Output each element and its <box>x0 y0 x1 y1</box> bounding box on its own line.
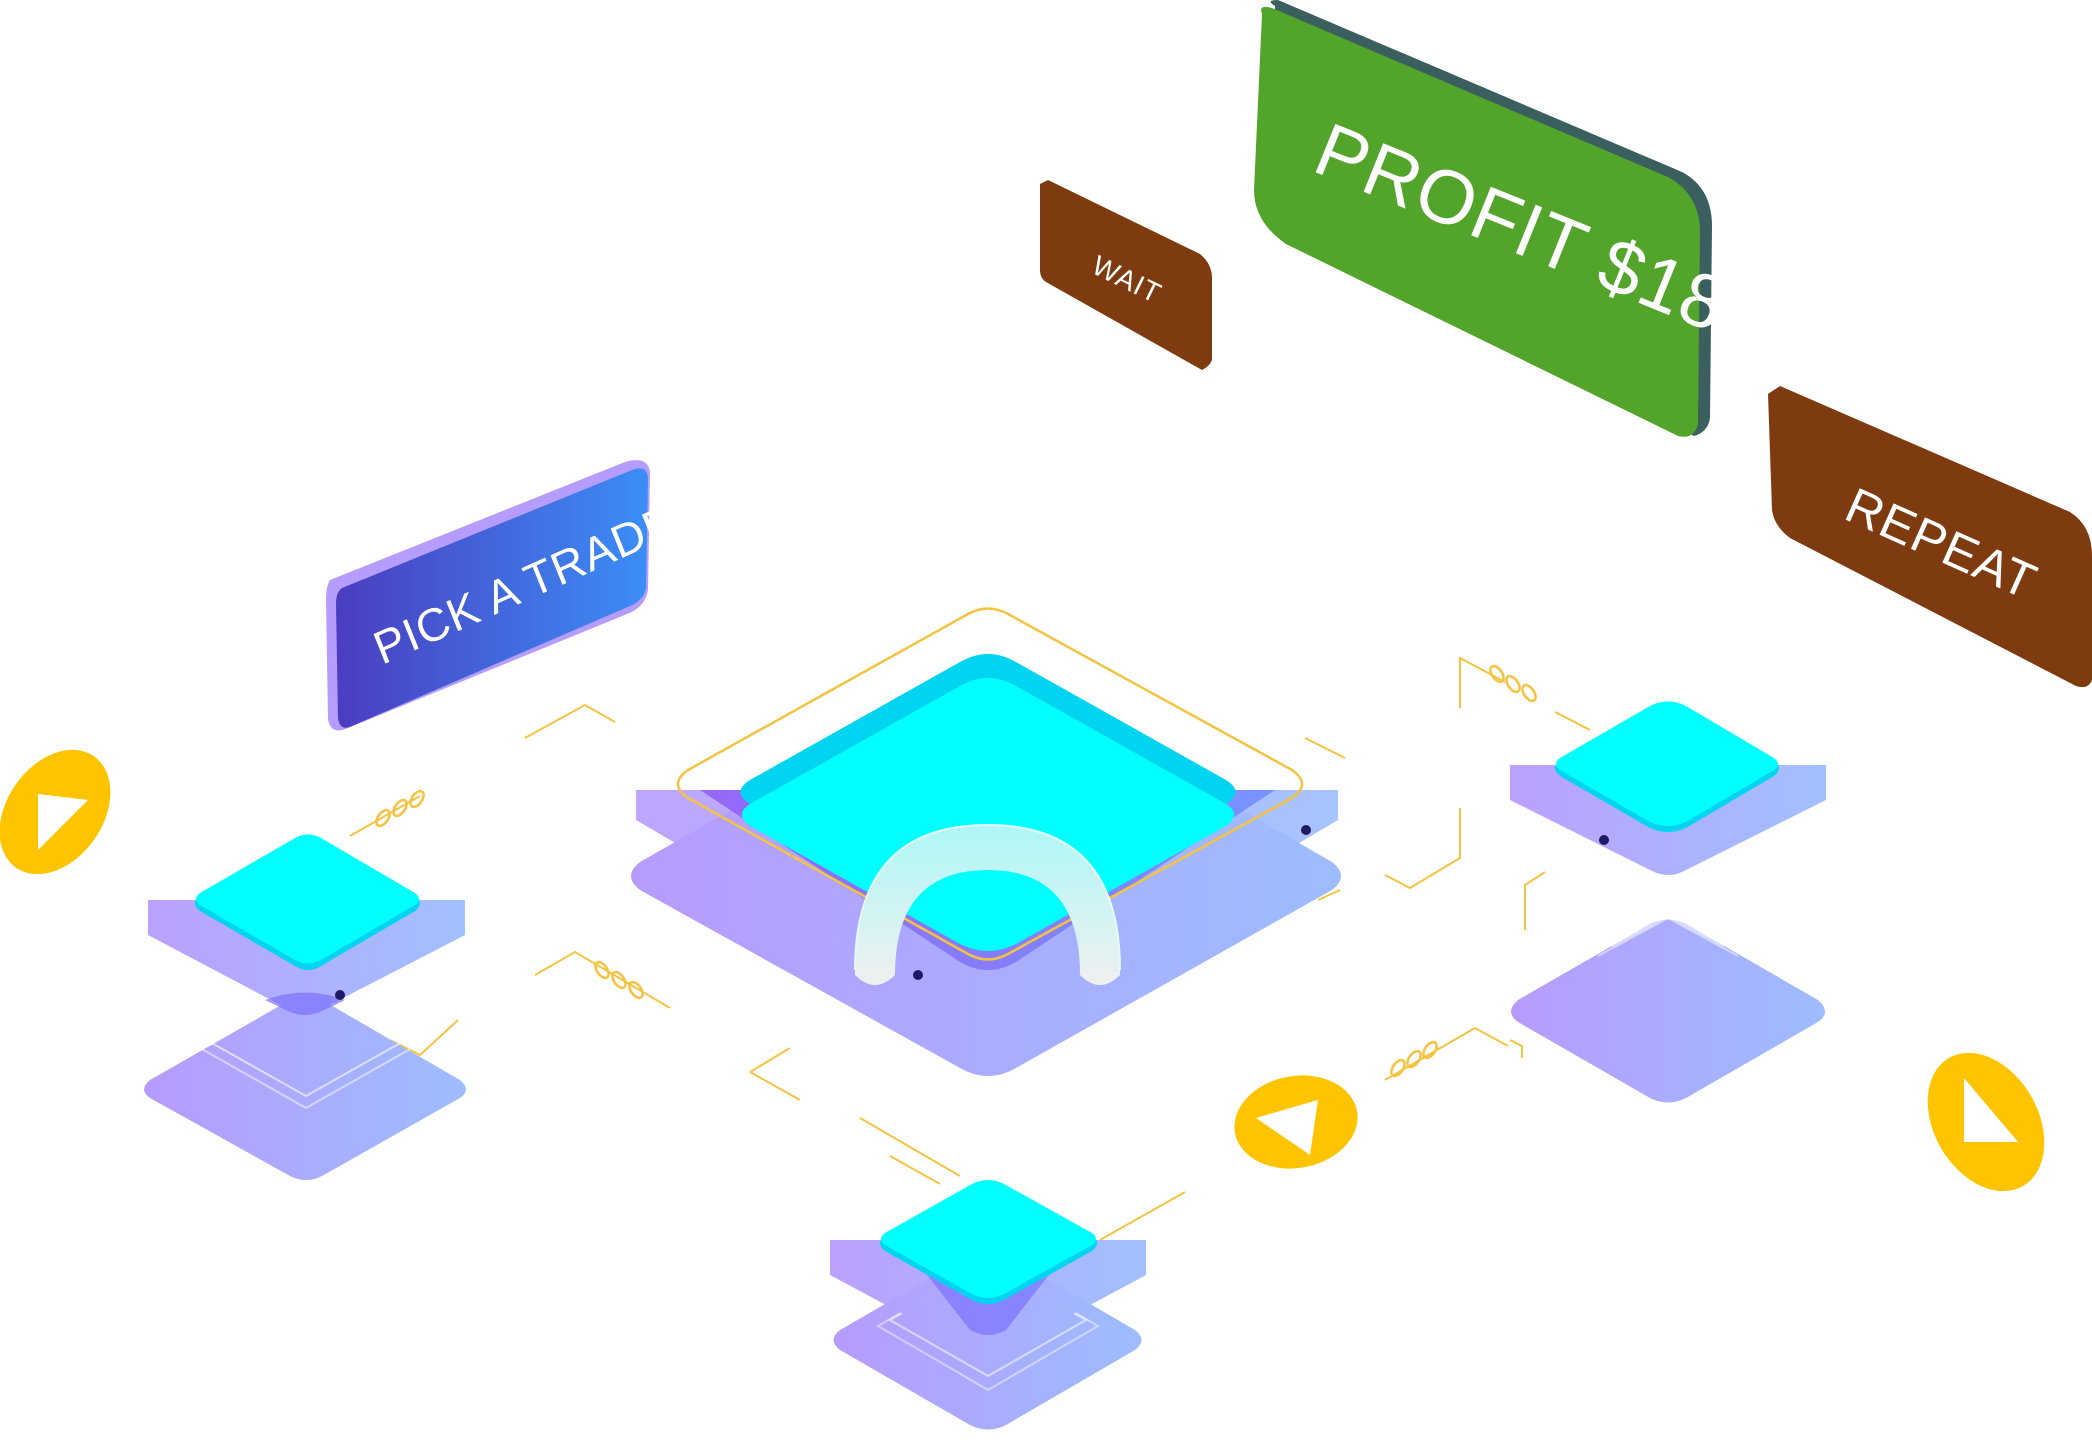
sign-wait[interactable]: WAIT <box>1040 180 1212 370</box>
sign-pick-a-trade[interactable]: PICK A TRADE <box>326 460 683 731</box>
magnet-icon <box>854 823 1121 985</box>
platform-center-top <box>676 607 1311 980</box>
connector-lines <box>349 656 1591 1241</box>
chain-links <box>375 664 1537 1078</box>
play-icon[interactable] <box>0 729 133 895</box>
platform-right-top <box>1510 701 1826 875</box>
platform-left-bottom <box>144 984 466 1180</box>
platform-left-top <box>148 834 465 1015</box>
play-icon[interactable] <box>1227 1066 1365 1178</box>
sign-repeat[interactable]: REPEAT <box>1768 386 2092 688</box>
platform-bottom-top <box>830 1180 1146 1355</box>
platform-right-bottom <box>1511 914 1825 1103</box>
sign-profit[interactable]: PROFIT $180 <box>1254 0 1779 437</box>
play-icon[interactable] <box>1904 1032 2068 1212</box>
